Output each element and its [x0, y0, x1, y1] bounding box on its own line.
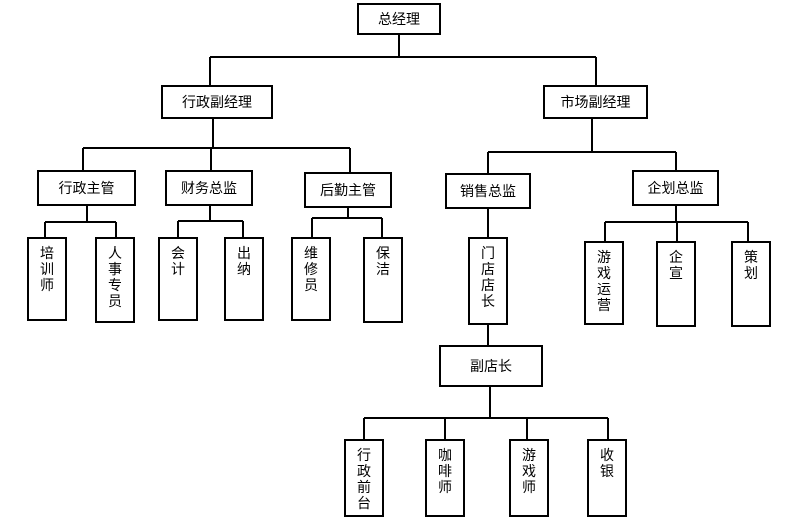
node-box [439, 345, 543, 387]
node-box [731, 241, 771, 327]
node-trainer: 培训师 [27, 237, 67, 321]
node-box [158, 237, 198, 321]
node-label: 游戏师 [522, 448, 536, 496]
node-cashier: 出纳 [224, 237, 264, 321]
node-maintenance: 维修员 [291, 237, 331, 321]
node-finance-director: 财务总监 [165, 170, 253, 206]
node-box [468, 237, 508, 325]
node-box [291, 237, 331, 321]
node-label: 行政前台 [357, 448, 371, 512]
node-label: 保洁 [376, 246, 390, 278]
node-admin-supervisor: 行政主管 [37, 170, 136, 206]
node-store-manager: 门店店长 [468, 237, 508, 325]
node-box [632, 170, 719, 206]
node-barista: 咖啡师 [425, 439, 465, 517]
node-box [304, 172, 392, 208]
node-hr-specialist: 人事专员 [95, 237, 135, 323]
node-label: 后勤主管 [320, 183, 376, 199]
node-box [584, 241, 624, 325]
node-admin-vp: 行政副经理 [161, 85, 273, 119]
node-box [161, 85, 273, 119]
node-logistics-supervisor: 后勤主管 [304, 172, 392, 208]
node-deputy-store-manager: 副店长 [439, 345, 543, 387]
node-label: 出纳 [237, 246, 251, 278]
node-label: 维修员 [304, 246, 318, 294]
connector-admin-vp [82, 118, 351, 173]
node-box [656, 241, 696, 327]
node-box [543, 85, 648, 119]
node-label: 副店长 [470, 359, 512, 375]
node-cleaner: 保洁 [363, 237, 403, 323]
node-label: 策划 [744, 249, 758, 282]
node-label: 企宣 [669, 249, 683, 282]
node-label: 收银 [600, 448, 614, 480]
connector-deputy-store-manager [363, 386, 609, 440]
node-label: 市场副经理 [561, 94, 631, 111]
connector-logistics-supervisor [311, 207, 383, 238]
node-game-operations: 游戏运营 [584, 241, 624, 325]
connector-planning-director [604, 205, 749, 242]
node-label: 销售总监 [460, 184, 516, 200]
connector-finance-director [177, 205, 244, 238]
node-game-master: 游戏师 [509, 439, 549, 517]
node-box [363, 237, 403, 323]
node-box [445, 173, 531, 209]
node-accountant: 会计 [158, 237, 198, 321]
node-planner: 策划 [731, 241, 771, 327]
node-box [357, 3, 441, 35]
node-checkout: 收银 [587, 439, 627, 517]
node-label: 咖啡师 [438, 448, 452, 496]
node-label: 企划总监 [648, 180, 704, 197]
node-box [425, 439, 465, 517]
node-label: 行政主管 [59, 181, 115, 197]
node-label: 门店店长 [481, 246, 495, 310]
connector-market-vp [487, 118, 677, 174]
node-box [165, 170, 253, 206]
node-label: 人事专员 [108, 246, 122, 310]
node-box [587, 439, 627, 517]
node-market-vp: 市场副经理 [543, 85, 648, 119]
node-label: 财务总监 [181, 181, 237, 197]
connector-ceo [209, 34, 597, 86]
node-front-desk: 行政前台 [344, 439, 384, 517]
node-label: 总经理 [378, 12, 420, 28]
node-label: 会计 [171, 246, 185, 278]
node-box [27, 237, 67, 321]
node-box [224, 237, 264, 321]
node-box [95, 237, 135, 323]
node-label: 游戏运营 [597, 250, 611, 314]
node-label: 培训师 [40, 246, 54, 294]
node-publicity: 企宣 [656, 241, 696, 327]
node-box [344, 439, 384, 517]
node-label: 行政副经理 [182, 95, 252, 111]
node-box [509, 439, 549, 517]
connector-admin-supervisor [44, 205, 117, 238]
node-planning-director: 企划总监 [632, 170, 719, 206]
node-sales-director: 销售总监 [445, 173, 531, 209]
node-box [37, 170, 136, 206]
node-ceo: 总经理 [357, 3, 441, 35]
